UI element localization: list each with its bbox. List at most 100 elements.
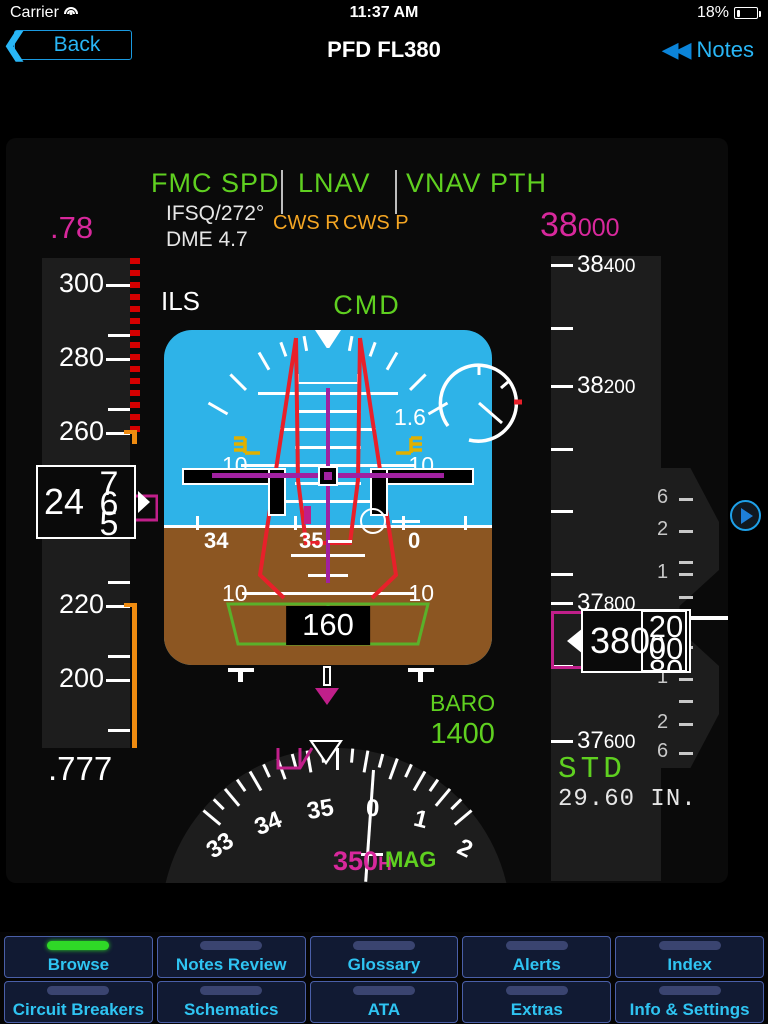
fma-cws-pitch: CWS P bbox=[343, 212, 409, 234]
toolbar-button-info-settings[interactable]: Info & Settings bbox=[615, 981, 764, 1023]
aoa-gauge: 1.6 bbox=[394, 360, 522, 446]
toolbar-button-glossary[interactable]: Glossary bbox=[309, 936, 459, 978]
reference-speed-box: 160 bbox=[286, 606, 370, 645]
localizer-pointer-box bbox=[323, 666, 331, 686]
vsi-needle bbox=[681, 616, 728, 620]
toolbar-button-ata[interactable]: ATA bbox=[309, 981, 459, 1023]
minimum-speed-cap bbox=[124, 603, 137, 607]
back-button[interactable]: ❮ Back bbox=[2, 30, 132, 60]
baro-setting-label: 29.60 IN. bbox=[558, 786, 697, 813]
toolbar-button-label: Glossary bbox=[347, 955, 421, 974]
altitude-digit-prev: 20 bbox=[648, 610, 684, 644]
ground-tick bbox=[294, 516, 297, 530]
fma-lateral-mode: LNAV bbox=[298, 168, 371, 198]
autopilot-status-label: CMD bbox=[333, 290, 401, 320]
ground-tick bbox=[196, 516, 199, 530]
vsi-tick bbox=[679, 596, 693, 599]
vsi-tick bbox=[679, 700, 693, 703]
glideslope-circle bbox=[360, 508, 386, 534]
notes-button[interactable]: ◀◀ Notes bbox=[662, 26, 754, 74]
compass-rose: 33 34 35 0 1 2 350H MAG bbox=[161, 748, 511, 883]
toolbar-row-2: Circuit Breakers Schematics ATA Extras I… bbox=[4, 981, 764, 1023]
airspeed-digit-next: 5 bbox=[99, 505, 119, 537]
ground-tick bbox=[402, 516, 405, 530]
status-bar-right: 18% bbox=[697, 4, 761, 22]
aoa-gauge-ring bbox=[438, 363, 522, 443]
toolbar-indicator bbox=[352, 986, 415, 995]
selected-altitude-minor: 000 bbox=[577, 214, 620, 242]
altitude-trailing-digit: 0 bbox=[650, 629, 665, 659]
primary-flight-display: FMC SPD LNAV VNAV PTH CWS R CWS P IFSQ/2… bbox=[6, 138, 728, 883]
navigation-bar: ❮ Back PFD FL380 ◀◀ Notes bbox=[0, 26, 768, 74]
toolbar-indicator bbox=[658, 986, 721, 995]
altitude-label-37600: 37600 bbox=[577, 727, 635, 755]
altitude-digit-next: 80 bbox=[648, 653, 684, 672]
ground-tick bbox=[464, 516, 467, 530]
vsi-tick bbox=[679, 573, 693, 576]
toolbar-button-label: Extras bbox=[510, 1000, 563, 1019]
airspeed-label-220: 220 bbox=[58, 589, 104, 619]
fma-speed-mode: FMC SPD bbox=[151, 168, 280, 198]
airspeed-label-280: 280 bbox=[58, 342, 104, 372]
pitch-label-10-dn-right: 10 bbox=[408, 580, 434, 606]
selected-heading-bug bbox=[276, 747, 314, 770]
altitude-pointer bbox=[567, 628, 583, 654]
rewind-icon: ◀◀ bbox=[661, 37, 692, 62]
altitude-tick bbox=[551, 448, 573, 451]
track-pointer-triangle bbox=[315, 688, 339, 705]
altitude-tick bbox=[551, 510, 573, 513]
chevron-left-icon: ❮ bbox=[2, 28, 28, 61]
toolbar-indicator bbox=[352, 941, 415, 950]
vsi-label-1-dn: 1 bbox=[657, 666, 669, 688]
airspeed-label-260: 260 bbox=[58, 416, 104, 446]
altitude-tick bbox=[551, 740, 573, 743]
altitude-tick bbox=[551, 602, 573, 605]
wind-chevron-left-icon bbox=[234, 436, 260, 455]
attitude-indicator: 10 10 10 10 bbox=[164, 330, 492, 665]
toolbar-button-extras[interactable]: Extras bbox=[462, 981, 612, 1023]
heading-suffix: H bbox=[378, 854, 392, 875]
toolbar-button-alerts[interactable]: Alerts bbox=[462, 936, 612, 978]
toolbar-button-browse[interactable]: Browse bbox=[4, 936, 153, 978]
toolbar-button-label: Index bbox=[667, 955, 712, 974]
overspeed-barber-pole bbox=[130, 258, 140, 436]
airspeed-tick bbox=[106, 358, 130, 361]
altitude-digit-current: 00 bbox=[648, 631, 684, 666]
carrier-label: Carrier bbox=[10, 4, 59, 21]
selected-heading-value: 350H bbox=[333, 846, 392, 877]
airspeed-tick bbox=[106, 284, 130, 287]
airspeed-major-value: 24 bbox=[44, 481, 85, 522]
toolbar-button-circuit-breakers[interactable]: Circuit Breakers bbox=[4, 981, 153, 1023]
airspeed-digit-prev: 7 bbox=[99, 467, 119, 503]
localizer-deviation-mark bbox=[304, 506, 311, 524]
bottom-toolbar: Browse Notes Review Glossary Alerts Inde… bbox=[0, 932, 768, 1024]
toolbar-button-schematics[interactable]: Schematics bbox=[156, 981, 306, 1023]
selected-mach-label: .78 bbox=[50, 210, 94, 245]
altitude-tick bbox=[551, 327, 573, 330]
vsi-label-6-dn: 6 bbox=[657, 740, 669, 762]
toolbar-button-index[interactable]: Index bbox=[615, 936, 764, 978]
toolbar-button-notes-review[interactable]: Notes Review bbox=[156, 936, 306, 978]
airspeed-tick bbox=[106, 605, 130, 608]
toolbar-indicator bbox=[200, 941, 263, 950]
vsi-tick bbox=[679, 723, 693, 726]
baro-minimums-value: 1400 bbox=[430, 718, 495, 750]
roll-pointer bbox=[315, 330, 341, 350]
fma-separator-1 bbox=[281, 170, 283, 214]
altitude-readout-box: 3800 20 00 80 bbox=[567, 609, 691, 673]
toolbar-button-label: ATA bbox=[367, 1000, 401, 1019]
baro-mode-label: STD bbox=[558, 752, 626, 787]
nav-source-info: IFSQ/272° DME 4.7 bbox=[166, 201, 264, 254]
selected-altitude-label: 38000 bbox=[540, 206, 620, 245]
page-title: PFD FL380 bbox=[327, 37, 441, 62]
next-page-button[interactable] bbox=[730, 500, 761, 531]
altitude-tick bbox=[551, 385, 573, 388]
baro-label: BARO bbox=[430, 690, 496, 716]
selected-altitude-major: 38 bbox=[540, 206, 578, 244]
runway-mark-35: 35 bbox=[299, 528, 324, 553]
back-button-label: Back bbox=[53, 33, 101, 56]
airspeed-tick bbox=[106, 679, 130, 682]
toolbar-indicator bbox=[47, 986, 110, 995]
toolbar-row-1: Browse Notes Review Glossary Alerts Inde… bbox=[4, 936, 764, 978]
